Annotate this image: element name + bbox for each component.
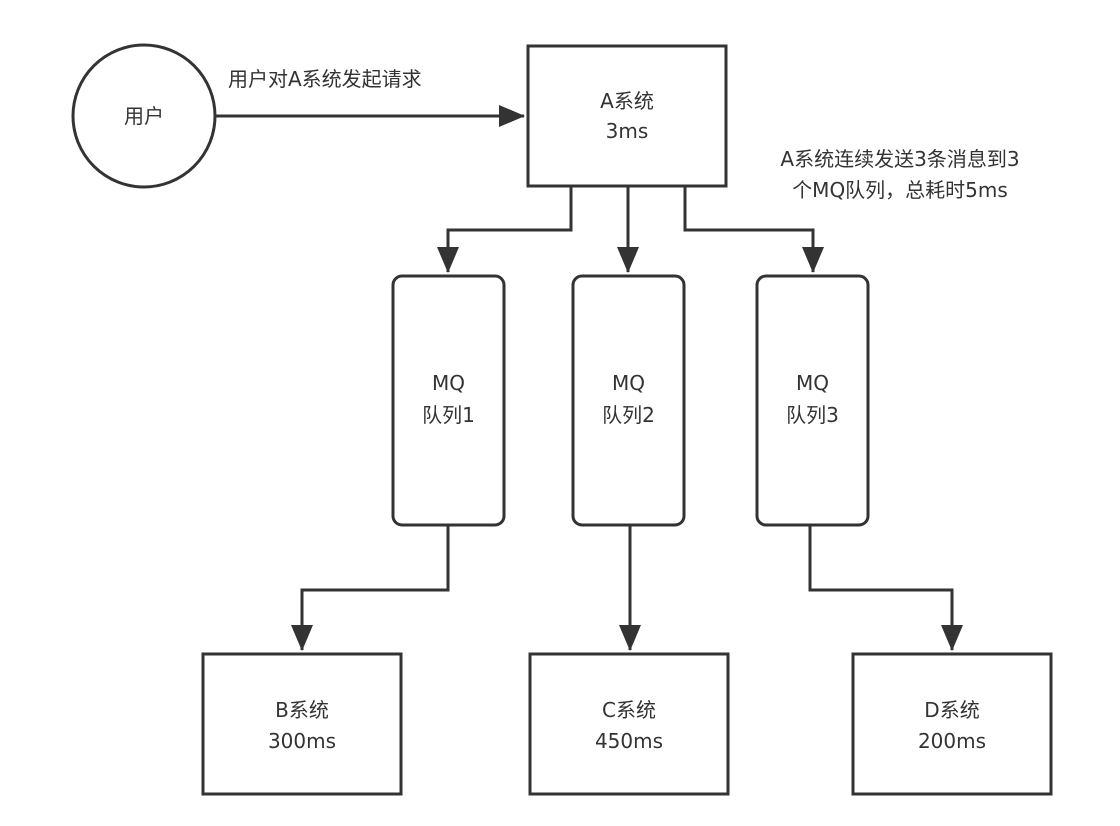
queue3-node [755,274,870,527]
system-b-title: B系统 [275,698,329,722]
system-d-time: 200ms [917,729,987,753]
queue3-title: MQ [796,371,829,395]
system-b-node [201,652,403,796]
queue2-title: MQ [612,371,645,395]
system-c-time: 450ms [594,729,664,753]
system-b-time: 300ms [267,729,337,753]
queue1-title: MQ [432,371,465,395]
annotation-line2: 个MQ队列，总耗时5ms [792,178,1008,202]
system-a-title: A系统 [600,89,654,113]
queue3-name: 队列3 [786,403,839,427]
queue1-name: 队列1 [422,403,475,427]
system-d-title: D系统 [924,698,980,722]
edge-a-to-queue3 [683,186,824,273]
edge-queue3-to-d [808,525,963,651]
edge-a-to-queue1 [437,186,573,273]
edge-user-to-a-label: 用户对A系统发起请求 [228,67,422,91]
annotation-line1: A系统连续发送3条消息到3 [780,147,1020,171]
queue2-name: 队列2 [602,403,655,427]
system-a-time: 3ms [605,119,649,143]
system-c-node [528,652,730,796]
system-c-title: C系统 [602,698,656,722]
user-label: 用户 [124,104,164,128]
system-a-node [526,44,728,188]
system-d-node [851,652,1053,796]
edge-queue1-to-b [291,525,450,651]
